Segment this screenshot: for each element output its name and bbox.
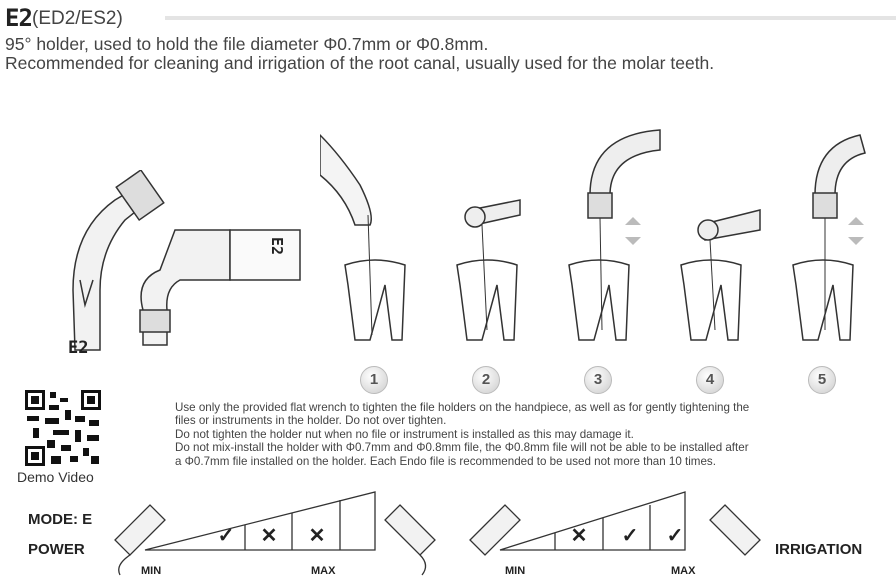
description-line: 95° holder, used to hold the file diamet… xyxy=(5,34,489,54)
irrigation-mark: ✓ xyxy=(666,525,684,547)
irrigation-mark: ✓ xyxy=(621,525,639,547)
irrigation-mark: ✕ xyxy=(570,525,588,547)
irrigation-label: IRRIGATION xyxy=(775,541,863,558)
power-max: MAX xyxy=(311,565,336,577)
step-number: 3 xyxy=(584,366,612,394)
title-divider xyxy=(165,16,896,20)
note-line: files or instruments in the holder. Do n… xyxy=(175,414,447,428)
irrigation-min: MIN xyxy=(505,565,526,577)
note-line: a Φ0.7mm file installed on the holder. E… xyxy=(175,454,716,468)
description-line: Recommended for cleaning and irrigation … xyxy=(5,53,715,73)
model-code: E2 xyxy=(5,4,33,32)
qr-code[interactable] xyxy=(25,390,101,466)
step-number: 4 xyxy=(696,366,724,394)
demo-video-link[interactable]: Demo Video xyxy=(17,469,94,485)
power-mark: ✓ xyxy=(217,525,235,547)
note-line: Use only the provided flat wrench to tig… xyxy=(175,401,750,414)
power-label: POWER xyxy=(28,541,85,558)
steps-illustration xyxy=(320,129,866,341)
mode-label: MODE: E xyxy=(28,511,93,528)
power-mark: ✕ xyxy=(260,525,278,547)
holder-label-side: E2 xyxy=(268,236,287,256)
holder-illustration xyxy=(72,170,301,351)
power-mark: ✕ xyxy=(308,525,326,547)
note-line: Do not tighten the holder nut when no fi… xyxy=(175,427,634,441)
irrigation-max: MAX xyxy=(671,565,696,577)
step-number: 1 xyxy=(360,366,388,394)
model-variants: (ED2/ES2) xyxy=(32,8,123,29)
step-number: 5 xyxy=(808,366,836,394)
mode-scales xyxy=(114,491,761,576)
usage-notes: Use only the provided flat wrench to tig… xyxy=(175,401,895,468)
power-min: MIN xyxy=(141,565,162,577)
step-number: 2 xyxy=(472,366,500,394)
holder-label: E2 xyxy=(68,338,89,358)
note-line: Do not mix-install the holder with Φ0.7m… xyxy=(175,441,749,455)
